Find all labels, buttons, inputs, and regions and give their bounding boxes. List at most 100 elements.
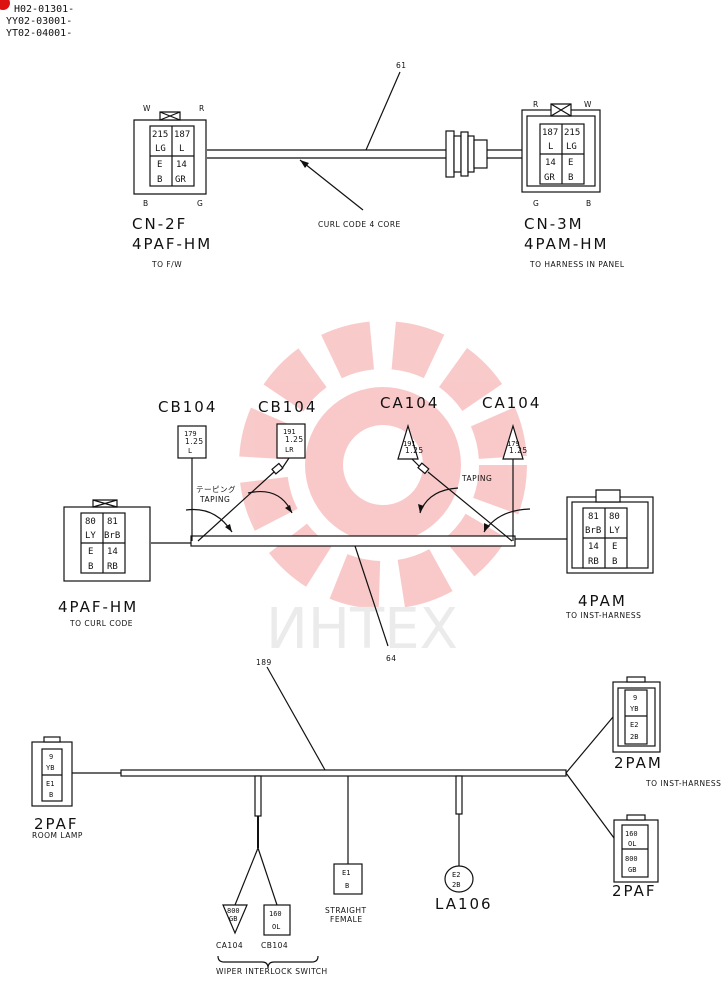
tag-color: GB bbox=[229, 915, 237, 923]
cable-label: CURL CODE 4 CORE bbox=[318, 220, 401, 229]
section-curl-code: 61 CURL CODE 4 CORE 215 187 LG L E 14 B bbox=[132, 61, 625, 269]
pin-cell: E bbox=[612, 542, 617, 552]
connector-type: 4PAF-HM bbox=[58, 598, 138, 616]
corner-mark-icon bbox=[0, 0, 10, 10]
pin-cell: B bbox=[157, 175, 162, 185]
watermark: ИHTEX bbox=[239, 321, 527, 662]
header-code: YY02-03001- bbox=[6, 16, 72, 27]
pin-cell: B bbox=[568, 173, 573, 183]
tag-color: LR bbox=[285, 446, 294, 454]
pin-cell: 9 bbox=[633, 694, 637, 702]
connector-cn-3m: 187 215 L LG 14 E GR B R W G B CN-3M 4PA… bbox=[521, 100, 625, 269]
pin-cell: 800 bbox=[625, 855, 638, 863]
pin-cell: E bbox=[568, 158, 573, 168]
connector-cn-2f: 215 187 LG L E 14 B GR W R B G CN-2F 4PA… bbox=[132, 104, 212, 269]
pin-cell: OL bbox=[628, 840, 636, 848]
pin-cell: LG bbox=[155, 144, 166, 154]
connector-dest: ROOM LAMP bbox=[32, 831, 83, 840]
tag-size: 1.25 bbox=[509, 446, 528, 455]
wire-tag-triangle bbox=[222, 904, 248, 935]
pin-cell: 80 bbox=[609, 512, 620, 522]
tag-color: OL bbox=[272, 923, 280, 931]
taping-label-jp: テーピング bbox=[196, 484, 236, 494]
tag-name: CB104 bbox=[258, 398, 317, 416]
pin-cell: 14 bbox=[545, 158, 556, 168]
connector-type: 2PAM bbox=[614, 754, 663, 772]
pin-cell: LG bbox=[566, 142, 577, 152]
section-inst-harness: 64 CB104 179 1.25 L CB104 191 1.25 LR CA… bbox=[58, 394, 654, 663]
pin-cell: 215 bbox=[564, 128, 580, 138]
pin-cell: 81 bbox=[107, 517, 118, 527]
tag-wire: 191 bbox=[283, 428, 296, 436]
pin-cell: E bbox=[157, 160, 162, 170]
pin-cell: 187 bbox=[542, 128, 558, 138]
pin-cell: BrB bbox=[104, 531, 120, 541]
pin-cell: 160 bbox=[625, 830, 638, 838]
tag-name: CB104 bbox=[158, 398, 217, 416]
connector-name: CN-2F bbox=[132, 215, 187, 233]
pin-label: R bbox=[199, 104, 205, 113]
taping-label: TAPING bbox=[199, 495, 230, 504]
grommet-icon bbox=[445, 130, 488, 178]
pin-label: W bbox=[143, 104, 151, 113]
tag-size: 1.25 bbox=[285, 435, 304, 444]
pin-cell: 215 bbox=[152, 130, 168, 140]
straight-label: STRAIGHT bbox=[325, 906, 367, 915]
part-ref-189: 189 bbox=[256, 658, 272, 667]
pin-label: W bbox=[584, 100, 592, 109]
pin-cell: 80 bbox=[85, 517, 96, 527]
pin-cell: L bbox=[179, 144, 184, 154]
pin-cell: BrB bbox=[585, 526, 601, 536]
section-room-lamp-harness: 189 9 YB E1 B 2PAF ROOM LAMP 800 GB 160 … bbox=[31, 658, 721, 976]
part-ref-64: 64 bbox=[386, 654, 397, 663]
pin-cell: 81 bbox=[588, 512, 599, 522]
tag-wire: 800 bbox=[227, 907, 240, 915]
connector-dest: TO CURL CODE bbox=[69, 619, 133, 628]
connector-type: 2PAF bbox=[34, 815, 79, 833]
header-code: YT02-04001- bbox=[6, 28, 72, 39]
connector-type: 4PAM bbox=[578, 592, 627, 610]
wire-tag-box bbox=[177, 425, 207, 459]
pin-cell: E1 bbox=[342, 869, 350, 877]
connector-type: 4PAF-HM bbox=[132, 235, 212, 253]
pin-cell: GB bbox=[628, 866, 636, 874]
tag-wire: 179 bbox=[184, 430, 197, 438]
connector-dest: TO F/W bbox=[151, 260, 182, 269]
connector-type: 4PAM-HM bbox=[524, 235, 608, 253]
pin-cell: E bbox=[88, 547, 93, 557]
tag-name: CA104 bbox=[216, 941, 243, 950]
pin-cell: RB bbox=[588, 557, 599, 567]
pin-cell: 14 bbox=[107, 547, 118, 557]
wire-tag-triangle bbox=[397, 423, 419, 460]
taping-label: TAPING bbox=[461, 474, 492, 483]
connector-dest: TO HARNESS IN PANEL bbox=[529, 260, 625, 269]
pin-cell: RB bbox=[107, 562, 118, 572]
inst-harness-label: TO INST-HARNESS bbox=[645, 779, 721, 788]
gear-logo-icon bbox=[239, 321, 527, 609]
tag-size: 1.25 bbox=[185, 437, 204, 446]
pin-cell: YB bbox=[630, 705, 638, 713]
pin-label: B bbox=[586, 199, 592, 208]
tag-wire: 179 bbox=[507, 440, 520, 448]
connector-4pam: 81 80 BrB LY 14 E RB B 4PAM TO INST-HARN… bbox=[565, 489, 654, 620]
wire-tag-box bbox=[333, 863, 363, 895]
connector-2pam: 9 YB E2 2B 2PAM bbox=[612, 676, 663, 772]
pin-cell: 14 bbox=[588, 542, 599, 552]
header-codes: H02-01301- YY02-03001- YT02-04001- bbox=[0, 0, 74, 39]
pin-cell: B bbox=[49, 791, 53, 799]
connector-room-lamp: 9 YB E1 B 2PAF ROOM LAMP bbox=[31, 736, 83, 840]
tag-name: CA104 bbox=[482, 394, 541, 412]
pin-cell: 9 bbox=[49, 753, 53, 761]
pin-cell: B bbox=[88, 562, 93, 572]
pin-cell: LY bbox=[609, 526, 620, 536]
pin-cell: GR bbox=[175, 175, 186, 185]
straight-label: FEMALE bbox=[330, 915, 363, 924]
brace-icon bbox=[217, 955, 319, 969]
watermark-text: ИHTEX bbox=[266, 597, 458, 662]
connector-name: CN-3M bbox=[524, 215, 584, 233]
pin-cell: B bbox=[612, 557, 617, 567]
tag-name: CA104 bbox=[380, 394, 439, 412]
pin-cell: LY bbox=[85, 531, 96, 541]
pin-label: R bbox=[533, 100, 539, 109]
taping-arrow-icon bbox=[185, 508, 233, 533]
